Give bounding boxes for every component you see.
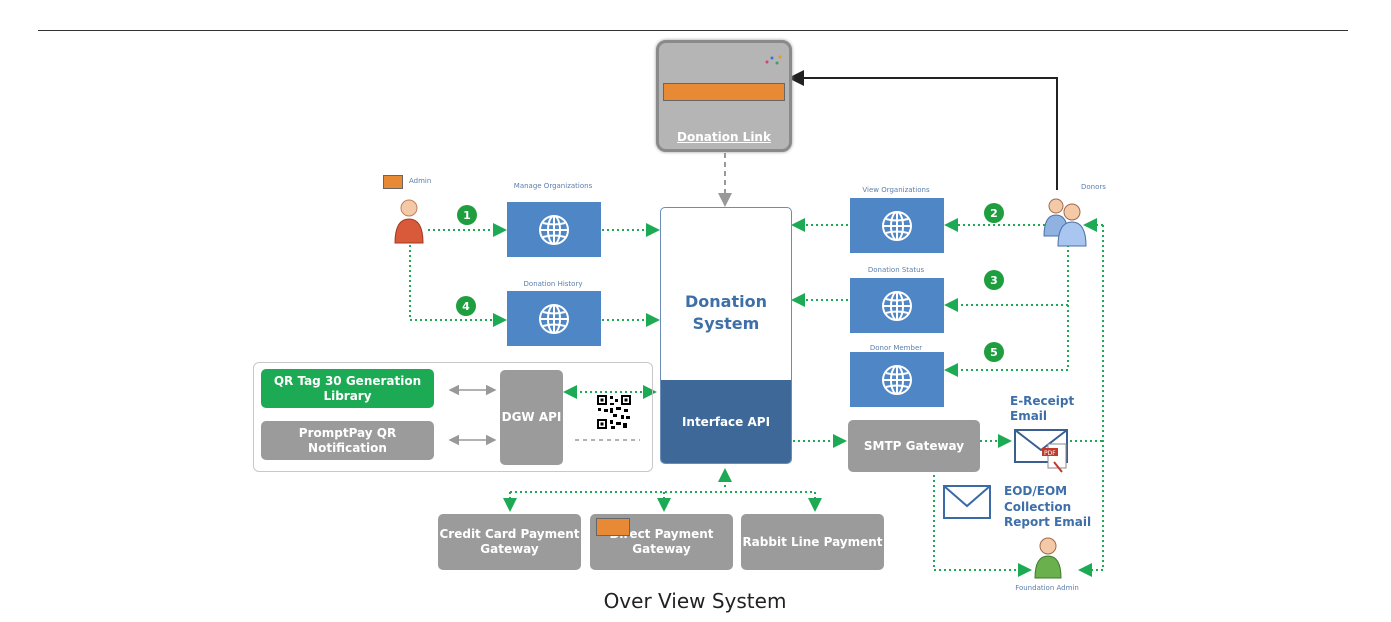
svc-view-org-tile	[850, 198, 944, 253]
e-receipt-label: E-Receipt Email	[1010, 394, 1075, 423]
step-badge-4: 4	[456, 296, 476, 316]
actor-admin-label: Admin	[409, 177, 432, 185]
actor-donors-label: Donors	[1081, 183, 1106, 191]
eod-report-envelope-icon	[943, 484, 993, 522]
qr-code-icon	[596, 394, 632, 430]
globe-icon	[882, 364, 912, 395]
svg-text:PDF: PDF	[1044, 450, 1056, 457]
credit-card-gateway-box: Credit Card Payment Gateway	[438, 514, 581, 570]
admin-user-icon	[391, 197, 427, 245]
svc-donor-member-tile	[850, 352, 944, 407]
step-badge-5: 5	[984, 342, 1004, 362]
interface-api-box: Interface API	[661, 380, 791, 463]
figure-caption: Over View System	[603, 589, 787, 613]
direct-payment-gateway-label: Direct Payment Gateway	[609, 527, 714, 556]
e-receipt-envelope-icon: PDF	[1014, 428, 1074, 478]
globe-icon	[539, 214, 569, 245]
donors-group-icon	[1042, 196, 1088, 248]
step-badge-3: 3	[984, 270, 1004, 290]
donation-link-box: Donation Link	[656, 40, 792, 152]
redacted-banner	[663, 83, 785, 101]
globe-icon	[882, 210, 912, 241]
svc-donation-history-label: Donation History	[523, 280, 583, 288]
rabbit-line-payment-box: Rabbit Line Payment	[741, 514, 884, 570]
dgw-panel	[253, 362, 653, 472]
svc-donation-status-label: Donation Status	[867, 266, 925, 274]
qr-tag-library-box: QR Tag 30 Generation Library	[261, 369, 434, 408]
actor-foundation-admin-label: Foundation Admin	[1015, 584, 1079, 592]
smtp-gateway-box: SMTP Gateway	[848, 420, 980, 472]
step-badge-1: 1	[457, 205, 477, 225]
svc-manage-org-label: Manage Organizations	[513, 182, 593, 190]
direct-payment-gateway-box: Direct Payment Gateway	[590, 514, 733, 570]
globe-icon	[882, 290, 912, 321]
step-badge-2: 2	[984, 203, 1004, 223]
confetti-icon	[763, 53, 783, 67]
svc-donation-status-tile	[850, 278, 944, 333]
globe-icon	[539, 303, 569, 334]
svc-donor-member-label: Donor Member	[869, 344, 923, 352]
redacted-admin-logo	[383, 175, 403, 189]
foundation-admin-icon	[1033, 536, 1063, 580]
svc-donation-history-tile	[507, 291, 601, 346]
redacted-payment-logo	[596, 518, 630, 536]
donation-link-label: Donation Link	[677, 130, 771, 144]
promptpay-notification-box: PromptPay QR Notification	[261, 421, 434, 460]
eod-eom-report-label: EOD/EOM Collection Report Email	[1004, 484, 1092, 530]
donation-system-box: Donation System Interface API	[660, 207, 792, 464]
donation-system-label: Donation System	[685, 292, 767, 333]
svc-manage-org-tile	[507, 202, 601, 257]
svc-view-org-label: View Organizations	[862, 186, 930, 194]
dgw-api-box: DGW API	[500, 370, 563, 465]
top-divider	[38, 30, 1348, 31]
